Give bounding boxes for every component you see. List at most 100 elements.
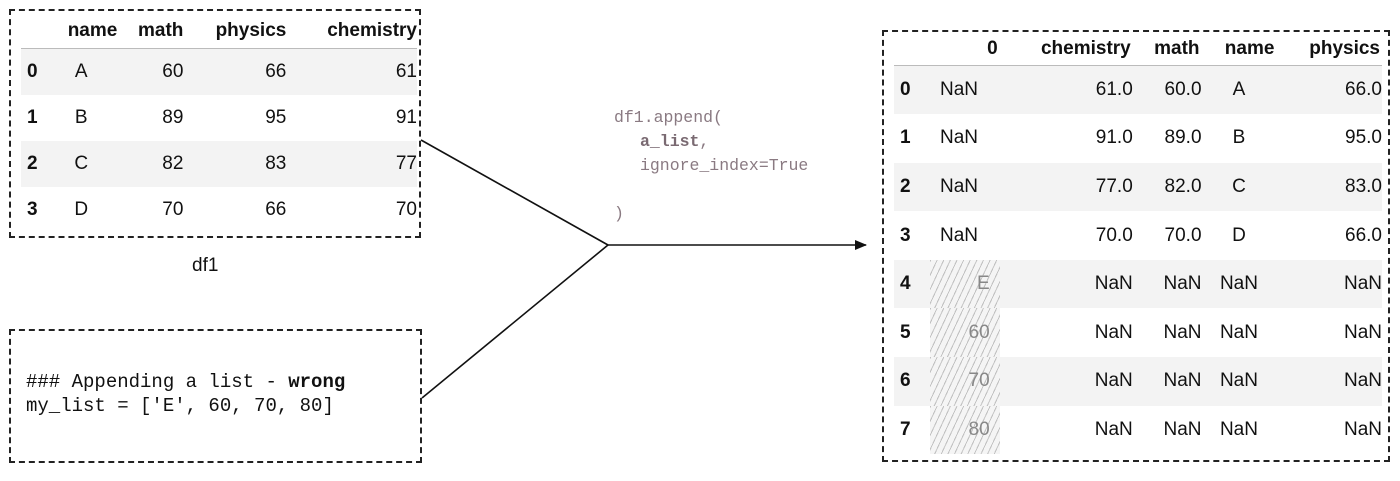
- result-cell: NaN: [1094, 418, 1133, 440]
- code-line: my_list = ['E', 60, 70, 80]: [26, 395, 334, 417]
- append-arg-suffix: ,: [699, 132, 710, 151]
- result-col-header: chemistry: [999, 32, 1133, 66]
- df1-table-box: name math physics chemistry 0 A 60 66 61…: [9, 9, 421, 238]
- df1-cell: D: [74, 198, 89, 220]
- df1-col-header: math: [117, 14, 184, 49]
- result-row: 2 NaN 77.0 82.0 C 83.0: [894, 162, 1382, 212]
- append-call-close: ): [614, 204, 624, 223]
- result-cell: NaN: [1094, 321, 1133, 343]
- result-row-index: 0: [894, 65, 930, 115]
- df1-cell: B: [74, 106, 88, 128]
- connector-line-from-df1: [420, 139, 609, 246]
- result-cell: NaN: [930, 162, 1000, 212]
- df1-col-header: [21, 14, 46, 49]
- df1-cell: 83: [183, 140, 287, 187]
- code-box: ### Appending a list - wrong my_list = […: [9, 329, 422, 463]
- df1-cell: 89: [162, 106, 184, 128]
- result-col-header: math: [1132, 32, 1202, 66]
- result-cell: NaN: [1276, 259, 1382, 309]
- result-col-header: [894, 32, 930, 66]
- result-row: 7 80 NaN NaN NaN NaN: [894, 405, 1382, 455]
- code-snippet: ### Appending a list - wrong my_list = […: [26, 370, 345, 418]
- result-row-index: 5: [900, 321, 911, 343]
- result-row: 1 NaN 91.0 89.0 B 95.0: [894, 114, 1382, 163]
- df1-cell: 82: [117, 140, 184, 187]
- df1-cell: 61: [286, 48, 417, 95]
- result-row-index: 6: [894, 357, 930, 406]
- connector-line-from-code: [421, 244, 609, 399]
- result-row: 0 NaN 61.0 60.0 A 66.0: [894, 65, 1382, 115]
- append-call-arg: ignore_index=True: [640, 156, 809, 175]
- result-cell: NaN: [1132, 259, 1202, 309]
- result-row: 4 E NaN NaN NaN NaN: [894, 259, 1382, 309]
- result-cell: B: [1232, 127, 1246, 149]
- result-row: 5 60 NaN NaN NaN NaN: [894, 308, 1382, 358]
- df1-col-header: chemistry: [286, 14, 417, 49]
- result-header-row: 0 chemistry math name physics: [894, 32, 1382, 66]
- result-col-header: 0: [930, 32, 1000, 66]
- result-cell: 70.0: [1164, 224, 1202, 246]
- df1-cell: 77: [286, 140, 417, 187]
- append-call-line: df1.append(: [614, 108, 723, 127]
- result-cell-hatched: 80: [930, 405, 1000, 455]
- code-comment: ### Appending a list -: [26, 371, 289, 393]
- df1-row-index: 0: [21, 48, 46, 95]
- result-row-index: 1: [900, 127, 911, 149]
- df1-row: 1 B 89 95 91: [21, 95, 417, 141]
- df1-row-index: 1: [27, 106, 38, 128]
- df1-col-header: physics: [183, 14, 287, 49]
- result-cell: 83.0: [1276, 162, 1382, 212]
- result-cell: 95.0: [1345, 127, 1382, 149]
- result-cell: C: [1201, 162, 1277, 212]
- result-cell: NaN: [1219, 321, 1258, 343]
- result-cell: 77.0: [999, 162, 1133, 212]
- result-row-index: 4: [894, 259, 930, 309]
- df1-row-index: 3: [27, 198, 38, 220]
- result-cell: A: [1201, 65, 1277, 115]
- df1-header-row: name math physics chemistry: [21, 14, 417, 49]
- df1-col-header: name: [45, 14, 118, 49]
- result-cell: 66.0: [1276, 65, 1382, 115]
- result-cell-hatched: E: [930, 259, 1000, 309]
- df1-cell: C: [45, 140, 118, 187]
- result-cell: 60.0: [1132, 65, 1202, 115]
- result-row: 3 NaN 70.0 70.0 D 66.0: [894, 211, 1382, 260]
- result-table-box: 0 chemistry math name physics 0 NaN 61.0…: [882, 30, 1390, 462]
- append-call-arg: a_list,: [614, 130, 808, 154]
- df1-cell: 70: [162, 198, 184, 220]
- result-cell: NaN: [1276, 357, 1382, 406]
- result-cell-hatched: 70: [930, 357, 1000, 406]
- result-row-index: 2: [894, 162, 930, 212]
- df1-cell: 60: [117, 48, 184, 95]
- df1-cell: A: [45, 48, 118, 95]
- result-row: 6 70 NaN NaN NaN NaN: [894, 357, 1382, 406]
- append-call-code: df1.append( a_list, ignore_index=True ): [614, 106, 808, 226]
- df1-cell: 66: [183, 48, 287, 95]
- result-cell: 91.0: [1095, 127, 1133, 149]
- result-cell: 70.0: [1095, 224, 1133, 246]
- result-cell: NaN: [930, 65, 1000, 115]
- result-cell: NaN: [999, 357, 1133, 406]
- result-cell: 89.0: [1164, 127, 1202, 149]
- result-cell: NaN: [1343, 321, 1382, 343]
- result-cell: NaN: [1201, 357, 1277, 406]
- df1-row: 0 A 60 66 61: [21, 48, 417, 95]
- result-cell: NaN: [1219, 418, 1258, 440]
- result-cell: 82.0: [1132, 162, 1202, 212]
- result-cell: D: [1232, 224, 1246, 246]
- df1-row-index: 2: [21, 140, 46, 187]
- df1-cell: 70: [395, 198, 417, 220]
- df1-cell: 91: [395, 106, 417, 128]
- result-cell: NaN: [940, 127, 979, 149]
- append-arg-name: a_list: [640, 132, 700, 151]
- df1-cell: 95: [265, 106, 287, 128]
- result-cell-hatched: 60: [930, 308, 1000, 358]
- df1-row: 2 C 82 83 77: [21, 140, 417, 187]
- df1-caption: df1: [192, 255, 219, 276]
- result-cell: NaN: [1201, 259, 1277, 309]
- df1-table: name math physics chemistry 0 A 60 66 61…: [21, 14, 417, 233]
- result-cell: NaN: [1132, 357, 1202, 406]
- result-cell: NaN: [999, 259, 1133, 309]
- result-row-index: 3: [900, 224, 911, 246]
- result-cell: NaN: [1163, 418, 1202, 440]
